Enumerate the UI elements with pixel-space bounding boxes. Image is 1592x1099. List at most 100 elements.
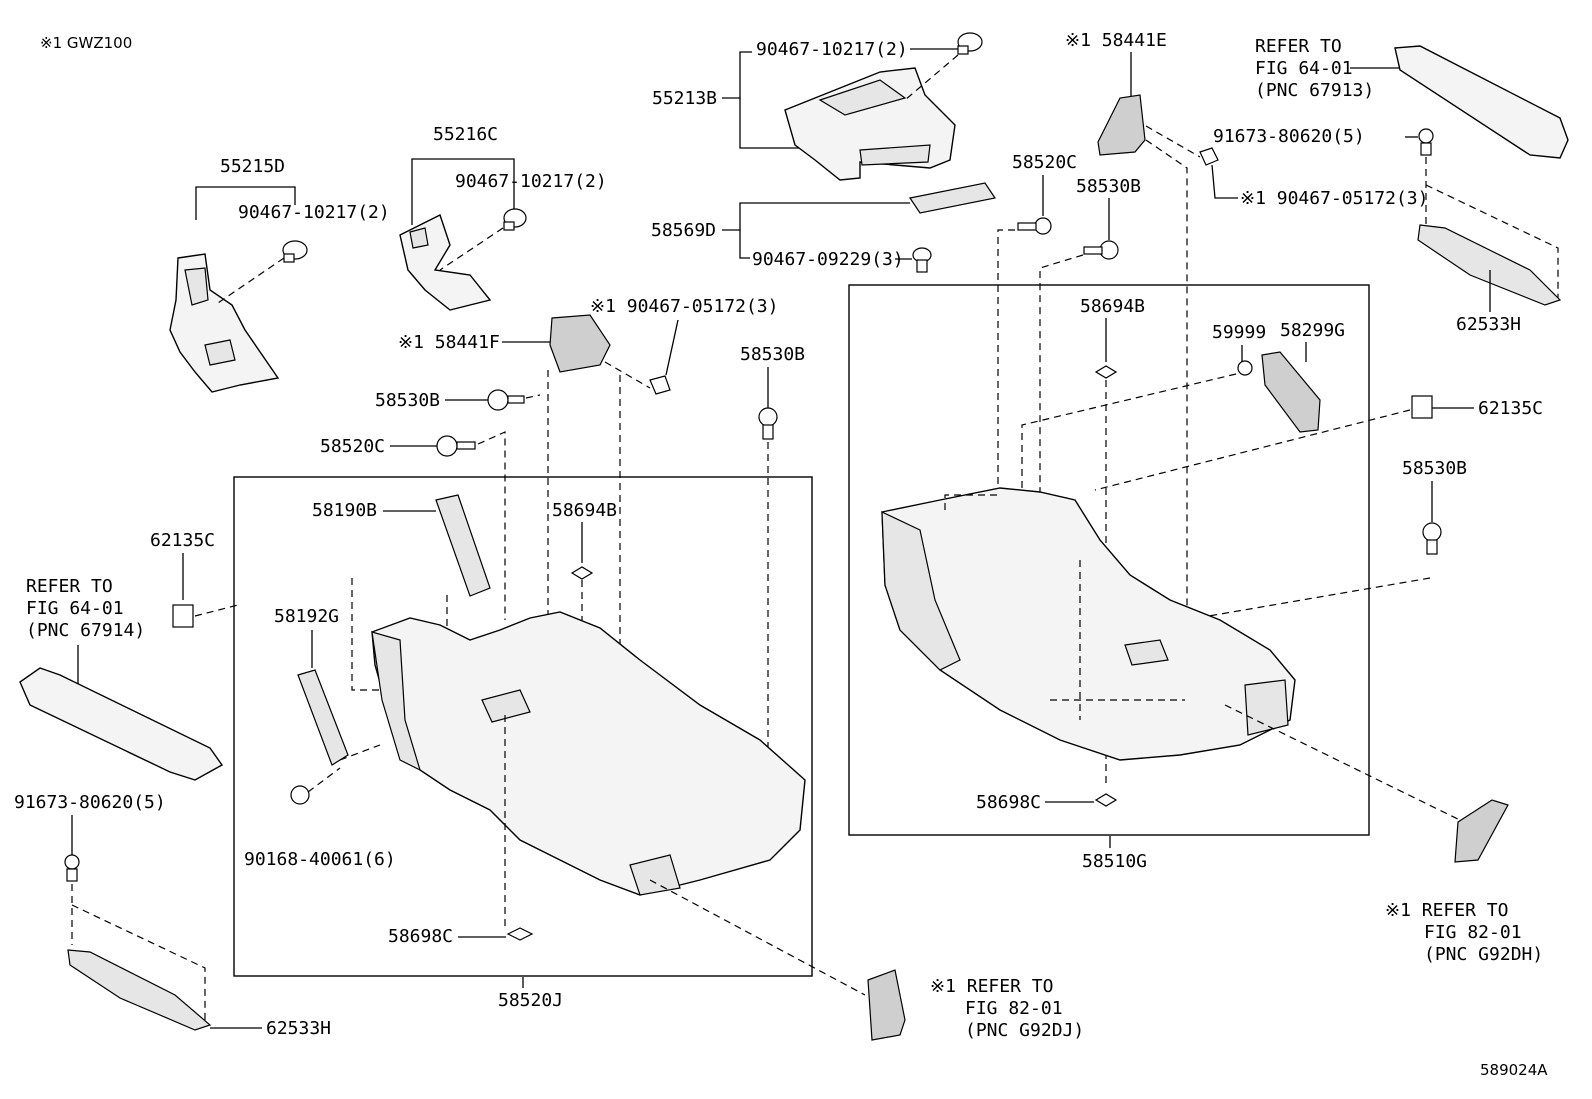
label-62135C-left: 62135C (150, 530, 215, 551)
label-58694B-right: 58694B (1080, 296, 1145, 317)
label-62533H-right: 62533H (1456, 314, 1521, 335)
label-58694B-left: 58694B (552, 500, 617, 521)
part-58520J-front-carpet (371, 611, 806, 896)
bracket-58569D-bottom (739, 230, 750, 259)
label-90467-05172-right: ※1 90467-05172(3) (1240, 188, 1428, 209)
ref-bottom-right-line2: FIG 82-01 (1424, 922, 1522, 943)
dash-62135C-left (194, 604, 239, 617)
model-note: ※1 GWZ100 (40, 34, 132, 52)
label-58698C-left: 58698C (388, 926, 453, 947)
clip-icon (282, 240, 308, 263)
part-55216C-trim (399, 214, 492, 311)
bracket-58569D-top (722, 202, 910, 231)
label-58530B-mid: 58530B (375, 390, 440, 411)
part-58192G-bracket (297, 669, 349, 766)
label-58520C-mid: 58520C (320, 436, 385, 457)
part-bottom-right-grille (1454, 799, 1509, 863)
dash-58441E-clip (1145, 125, 1201, 158)
label-58441F: ※1 58441F (398, 332, 500, 353)
ref-left-line2: FIG 64-01 (26, 598, 124, 619)
clip-icon (649, 375, 671, 395)
label-90467-10217-b: 90467-10217(2) (455, 171, 607, 192)
ref-bottom-right-line3: (PNC G92DH) (1424, 944, 1543, 965)
label-58698C-right: 58698C (976, 792, 1041, 813)
ref-topright-line2: FIG 64-01 (1255, 58, 1353, 79)
label-55215D: 55215D (220, 156, 285, 177)
part-58441F-grille (549, 314, 611, 373)
dash-90168 (307, 767, 341, 793)
bracket-55216C (411, 158, 515, 225)
label-90467-05172-mid: ※1 90467-05172(3) (590, 296, 778, 317)
ref-bottom-mid-line1: ※1 REFER TO (930, 976, 1053, 997)
part-62533H-right-strip (1417, 224, 1562, 306)
part-62533H-left-strip (67, 949, 212, 1031)
dash-rear-top (944, 494, 998, 510)
screw-icon (1422, 522, 1442, 555)
bolt-icon (1418, 128, 1434, 156)
label-90467-10217-c: 90467-10217(2) (756, 39, 908, 60)
label-58520J: 58520J (498, 990, 563, 1011)
dash-55216C (439, 227, 504, 271)
label-62533H-left: 62533H (266, 1018, 331, 1039)
part-58299G-grille (1261, 351, 1321, 433)
part-58569D-pad (909, 182, 996, 214)
bracket-55213B-bottom (739, 98, 800, 149)
bracket-55215D (195, 186, 296, 220)
clip-icon (1094, 365, 1118, 379)
label-90467-09229: 90467-09229(3) (752, 249, 904, 270)
bracket-55213B-top (722, 51, 752, 99)
dash-62533H-right-frame (1425, 184, 1559, 300)
leader-90467-05172-mid (665, 319, 679, 376)
front-carpet-assembly-box (233, 476, 813, 977)
label-62135C-right: 62135C (1478, 398, 1543, 419)
label-91673-80620-right: 91673-80620(5) (1213, 126, 1365, 147)
dash-58441E-down (1145, 139, 1188, 680)
clip-icon (503, 208, 527, 231)
leader-90467-05172-right (1211, 164, 1238, 199)
clip-icon (172, 604, 194, 628)
bolt-icon (64, 854, 80, 882)
figure-id: 589024A (1480, 1061, 1548, 1079)
label-58530B-top: 58530B (1076, 176, 1141, 197)
dash-58520C-mid (477, 431, 506, 620)
label-58441E: ※1 58441E (1065, 30, 1167, 51)
part-55215D-trim (169, 253, 280, 393)
part-58190B-pedal-pad (435, 494, 491, 597)
label-58299G: 58299G (1280, 320, 1345, 341)
screw-icon (1017, 217, 1052, 235)
dash-62533H-left-frame (71, 904, 206, 1020)
label-91673-80620-left: 91673-80620(5) (14, 792, 166, 813)
label-58510G: 58510G (1082, 851, 1147, 872)
clip-icon (957, 32, 983, 55)
dash-55215D (214, 257, 285, 306)
label-90467-10217-a: 90467-10217(2) (238, 202, 390, 223)
part-bottom-mid-grille (867, 969, 906, 1041)
label-90168-40061: 90168-40061(6) (244, 849, 396, 870)
label-58520C-top: 58520C (1012, 152, 1077, 173)
label-55216C: 55216C (433, 124, 498, 145)
part-55213B-trim (784, 67, 956, 181)
dash-58530B-mid (525, 394, 541, 399)
clip-icon (1237, 360, 1253, 376)
label-55213B: 55213B (652, 88, 717, 109)
part-scuff-plate-left (19, 667, 224, 781)
ref-topright-line1: REFER TO (1255, 36, 1342, 57)
label-58530B-right: 58530B (1402, 458, 1467, 479)
label-58190B: 58190B (312, 500, 377, 521)
label-58530B-post: 58530B (740, 344, 805, 365)
ref-bottom-mid-line2: FIG 82-01 (965, 998, 1063, 1019)
clip-icon (1094, 793, 1118, 807)
dash-58441F-clip (604, 361, 651, 389)
screw-icon (436, 435, 476, 457)
screw-icon (758, 407, 778, 440)
part-58441E-grille (1097, 94, 1146, 156)
bolt-icon (290, 785, 310, 805)
dash-58192G-frame (351, 578, 395, 691)
dash-rear-grille (1224, 704, 1471, 826)
label-58192G: 58192G (274, 606, 339, 627)
ref-topright-line3: (PNC 67913) (1255, 80, 1374, 101)
dash-bottom-grille (649, 879, 866, 996)
ref-bottom-right-line1: ※1 REFER TO (1385, 900, 1508, 921)
